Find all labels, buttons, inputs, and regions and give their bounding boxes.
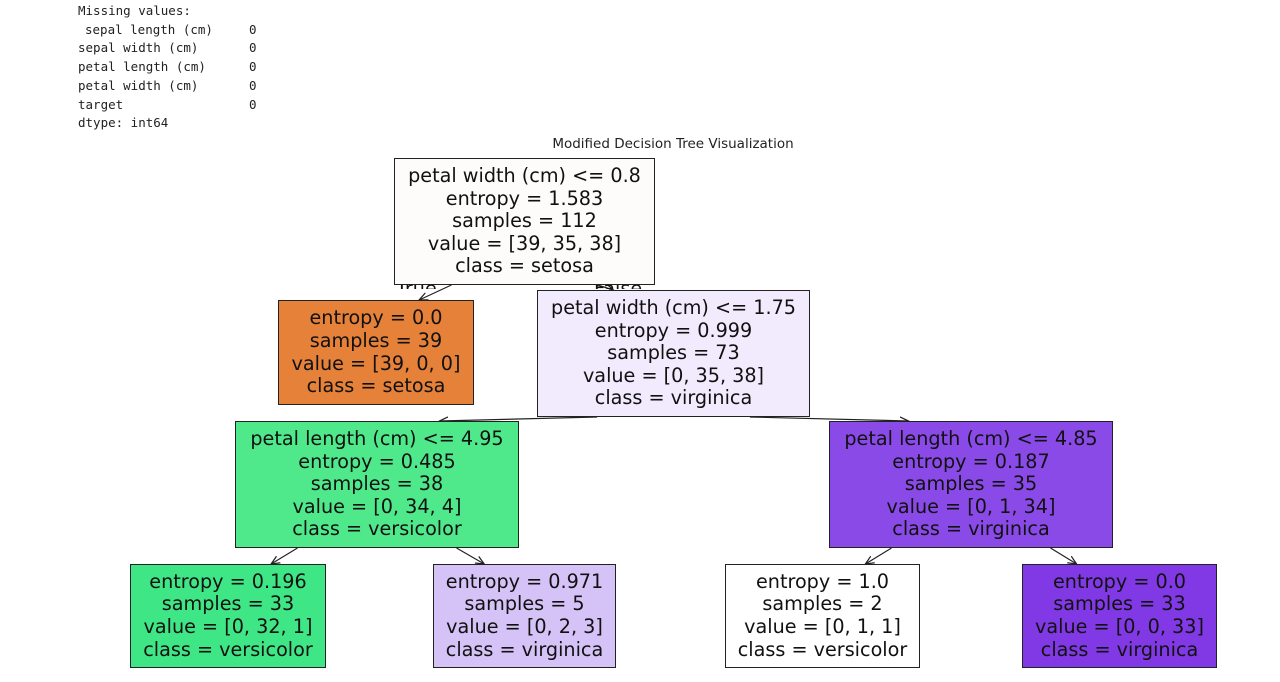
node-line: samples = 38 — [310, 472, 444, 496]
tree-edge — [271, 547, 298, 564]
node-line: entropy = 0.485 — [298, 449, 456, 473]
node-line: class = versicolor — [292, 517, 462, 541]
console-row-value: 0 — [249, 21, 257, 37]
console-heading: Missing values: — [78, 3, 191, 18]
node-line: samples = 33 — [1053, 592, 1186, 616]
node-line: samples = 73 — [607, 341, 740, 365]
console-row-value: 0 — [249, 77, 257, 93]
node-line: entropy = 0.999 — [594, 318, 753, 342]
node-line: samples = 5 — [464, 592, 585, 616]
tree-edge — [865, 547, 892, 564]
node-line: value = [0, 0, 33] — [1035, 615, 1204, 638]
console-dtype: dtype: int64 — [78, 115, 169, 131]
node-line: class = versicolor — [143, 637, 313, 661]
tree-edge — [456, 547, 485, 564]
node-line: value = [0, 1, 34] — [886, 494, 1056, 518]
node-line: entropy = 0.0 — [309, 306, 443, 330]
node-line: value = [0, 34, 4] — [292, 494, 462, 518]
tree-title: Modified Decision Tree Visualization — [552, 136, 794, 152]
node-line: entropy = 1.0 — [755, 569, 890, 593]
console-row: petal length (cm) 0 — [78, 58, 257, 77]
console-row-name: sepal width (cm) — [78, 40, 199, 56]
console-row: target 0 — [78, 96, 257, 115]
console-row: sepal length (cm) 0 — [78, 21, 257, 40]
node-line: class = setosa — [306, 374, 446, 398]
node-line: class = virginica — [892, 517, 1050, 541]
node-line: value = [39, 0, 0] — [291, 351, 461, 375]
node-line: class = setosa — [455, 254, 594, 278]
console-row-value: 0 — [249, 40, 257, 56]
node-line: samples = 33 — [161, 592, 295, 616]
node-line: samples = 39 — [309, 328, 443, 352]
tree-edge — [749, 417, 909, 421]
node-line: petal length (cm) <= 4.95 — [250, 427, 504, 451]
console-row-name: sepal length (cm) — [85, 21, 213, 37]
node-line: entropy = 0.187 — [892, 449, 1050, 473]
tree-edge — [419, 284, 452, 300]
console-row: sepal width (cm) 0 — [78, 39, 257, 58]
node-line: value = [0, 2, 3] — [446, 615, 603, 638]
node-line: class = virginica — [594, 386, 753, 410]
node-line: petal width (cm) <= 1.75 — [551, 296, 796, 320]
node-line: class = versicolor — [737, 637, 908, 661]
node-line: entropy = 0.0 — [1052, 569, 1187, 593]
node-line: petal length (cm) <= 4.85 — [844, 427, 1098, 451]
tree-edge — [1050, 547, 1077, 564]
node-line: value = [0, 35, 38] — [582, 363, 765, 387]
node-line: samples = 35 — [904, 472, 1038, 496]
node-line: value = [39, 35, 38] — [427, 231, 622, 255]
node-line: value = [0, 32, 1] — [143, 615, 313, 638]
node-line: entropy = 0.196 — [149, 569, 307, 593]
node-line: class = virginica — [1040, 637, 1199, 661]
node-line: value = [0, 1, 1] — [744, 615, 901, 638]
node-line: petal width (cm) <= 0.8 — [408, 164, 641, 188]
console-row-value: 0 — [249, 96, 257, 112]
console-row-name: target — [78, 96, 124, 112]
node-line: samples = 112 — [452, 209, 597, 233]
console-row-name: petal width (cm) — [78, 77, 199, 93]
node-line: entropy = 0.971 — [445, 569, 604, 593]
node-line: class = virginica — [445, 637, 604, 661]
console-row-name: petal length (cm) — [78, 59, 206, 75]
tree-edge — [439, 417, 598, 421]
console-row: petal width (cm) 0 — [78, 77, 257, 96]
node-line: samples = 2 — [762, 592, 883, 616]
node-line: entropy = 1.583 — [445, 186, 604, 210]
tree-edge — [597, 285, 614, 290]
console-row-value: 0 — [249, 59, 257, 75]
